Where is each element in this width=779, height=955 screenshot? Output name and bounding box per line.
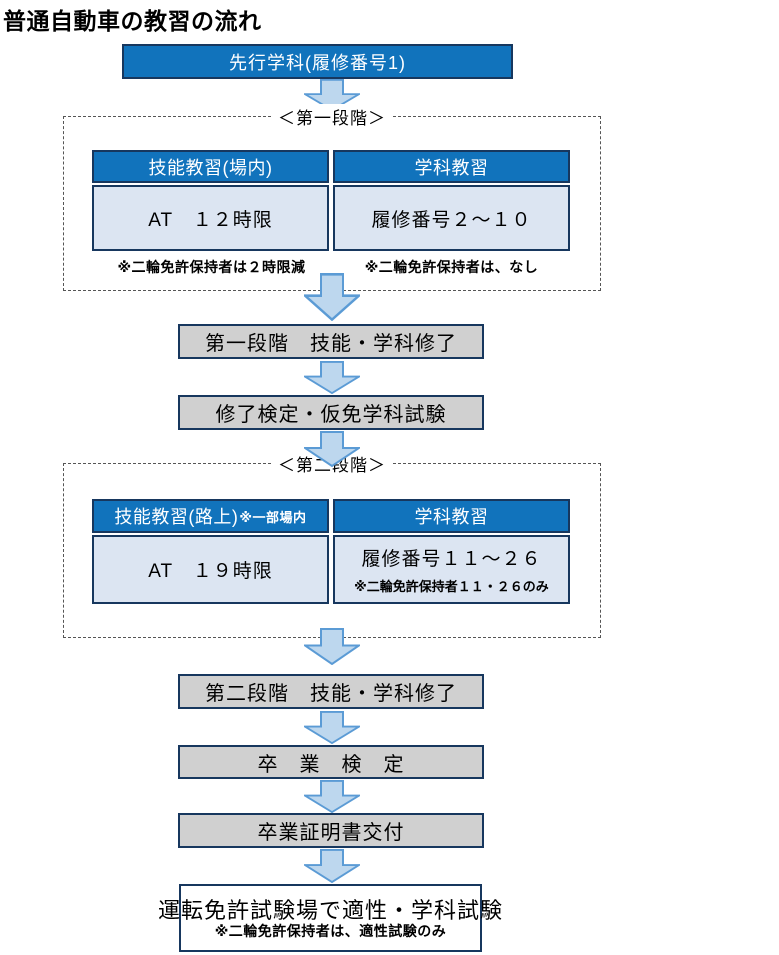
stage2-skill-cell: AT １９時限 bbox=[92, 535, 329, 604]
stage1-academic-column: 学科教習 履修番号２～１０ bbox=[333, 150, 570, 251]
stage2-academic-cell-note: ※二輪免許保持者１１・２６のみ bbox=[354, 579, 549, 594]
stage1-academic-header: 学科教習 bbox=[333, 150, 570, 183]
step-provisional-exam: 修了検定・仮免学科試験 bbox=[178, 395, 484, 430]
stage1-academic-note: ※二輪免許保持者は、なし bbox=[364, 259, 539, 275]
stage2-skill-header-label: 技能教習(路上) bbox=[114, 507, 239, 527]
stage2-skill-header: 技能教習(路上)※一部場内 bbox=[92, 499, 329, 533]
stage2-academic-column: 学科教習 履修番号１１～２６ ※二輪免許保持者１１・２６のみ bbox=[333, 499, 570, 604]
stage2-skill-column: 技能教習(路上)※一部場内 AT １９時限 bbox=[92, 499, 329, 604]
stage1-academic-cell: 履修番号２～１０ bbox=[333, 185, 570, 251]
stage2-academic-cell: 履修番号１１～２６ ※二輪免許保持者１１・２６のみ bbox=[333, 535, 570, 604]
down-arrow-icon bbox=[304, 711, 360, 744]
stage2-table: 技能教習(路上)※一部場内 AT １９時限 学科教習 履修番号１１～２６ ※二輪… bbox=[92, 499, 570, 604]
page-title: 普通自動車の教習の流れ bbox=[3, 8, 262, 34]
stage2-skill-header-note: ※一部場内 bbox=[239, 509, 307, 525]
step-graduation-exam: 卒 業 検 定 bbox=[178, 745, 484, 779]
down-arrow-icon bbox=[304, 780, 360, 813]
step-certificate-label: 卒業証明書交付 bbox=[257, 822, 405, 844]
stage1-skill-note: ※二輪免許保持者は２時限減 bbox=[117, 259, 306, 275]
stage1-skill-header: 技能教習(場内) bbox=[92, 150, 329, 183]
final-exam-note: ※二輪免許保持者は、適性試験のみ bbox=[214, 923, 447, 939]
step-stage1-complete-label: 第一段階 技能・学科修了 bbox=[205, 333, 457, 355]
step-graduation-exam-label: 卒 業 検 定 bbox=[257, 753, 405, 776]
stage1-skill-cell: AT １２時限 bbox=[92, 185, 329, 251]
step-provisional-exam-label: 修了検定・仮免学科試験 bbox=[215, 404, 447, 426]
start-box-label: 先行学科(履修番号1) bbox=[229, 52, 406, 73]
step-stage1-complete: 第一段階 技能・学科修了 bbox=[178, 324, 484, 359]
down-arrow-icon bbox=[304, 849, 360, 883]
down-arrow-icon bbox=[304, 79, 360, 111]
start-box: 先行学科(履修番号1) bbox=[122, 44, 513, 79]
down-arrow-icon bbox=[304, 431, 360, 467]
step-certificate: 卒業証明書交付 bbox=[178, 813, 484, 848]
stage1-table: 技能教習(場内) AT １２時限 学科教習 履修番号２～１０ bbox=[92, 150, 570, 251]
final-exam-box: 運転免許試験場で適性・学科試験 ※二輪免許保持者は、適性試験のみ bbox=[158, 884, 502, 952]
stage2-academic-header: 学科教習 bbox=[333, 499, 570, 533]
final-exam-label: 運転免許試験場で適性・学科試験 bbox=[157, 898, 504, 923]
stage1-skill-column: 技能教習(場内) AT １２時限 bbox=[92, 150, 329, 251]
stage1-label: ＜第一段階＞ bbox=[272, 104, 392, 129]
step-stage2-complete: 第二段階 技能・学科修了 bbox=[178, 674, 484, 709]
down-arrow-icon bbox=[304, 273, 360, 321]
down-arrow-icon bbox=[304, 361, 360, 394]
stage2-academic-cell-label: 履修番号１１～２６ bbox=[361, 549, 542, 570]
step-stage2-complete-label: 第二段階 技能・学科修了 bbox=[205, 683, 457, 705]
down-arrow-icon bbox=[304, 628, 360, 665]
